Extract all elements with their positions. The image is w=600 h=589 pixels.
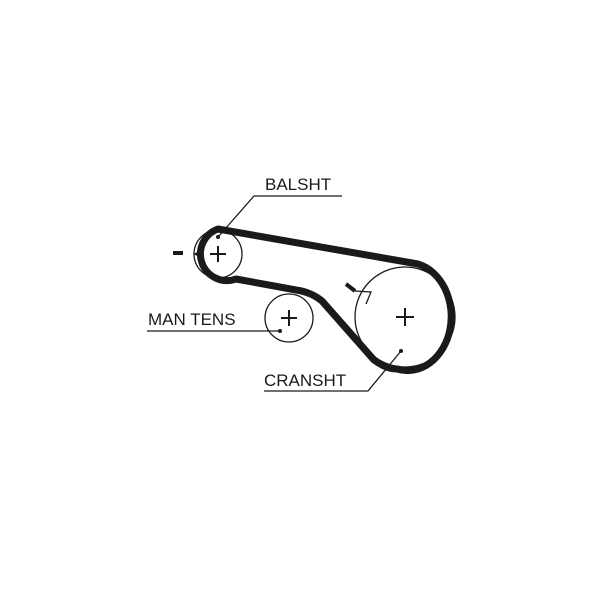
crankshaft-leader-line [264, 350, 402, 392]
manual-tensioner-pulley [264, 293, 314, 343]
balance-shaft-leader-line [217, 195, 342, 238]
balance-shaft-timing-mark [173, 250, 202, 258]
balance-shaft-label: BALSHT [265, 175, 331, 194]
manual-tensioner-label: MAN TENS [148, 310, 236, 329]
balance-shaft-leader-dot [216, 235, 220, 239]
crankshaft-label: CRANSHT [264, 371, 346, 390]
crankshaft-leader-dot [399, 349, 403, 353]
manual-tensioner-leader-dot [278, 329, 282, 333]
crankshaft-pulley [354, 266, 456, 368]
crankshaft-timing-mark [344, 282, 372, 305]
timing-belt [196, 225, 455, 375]
